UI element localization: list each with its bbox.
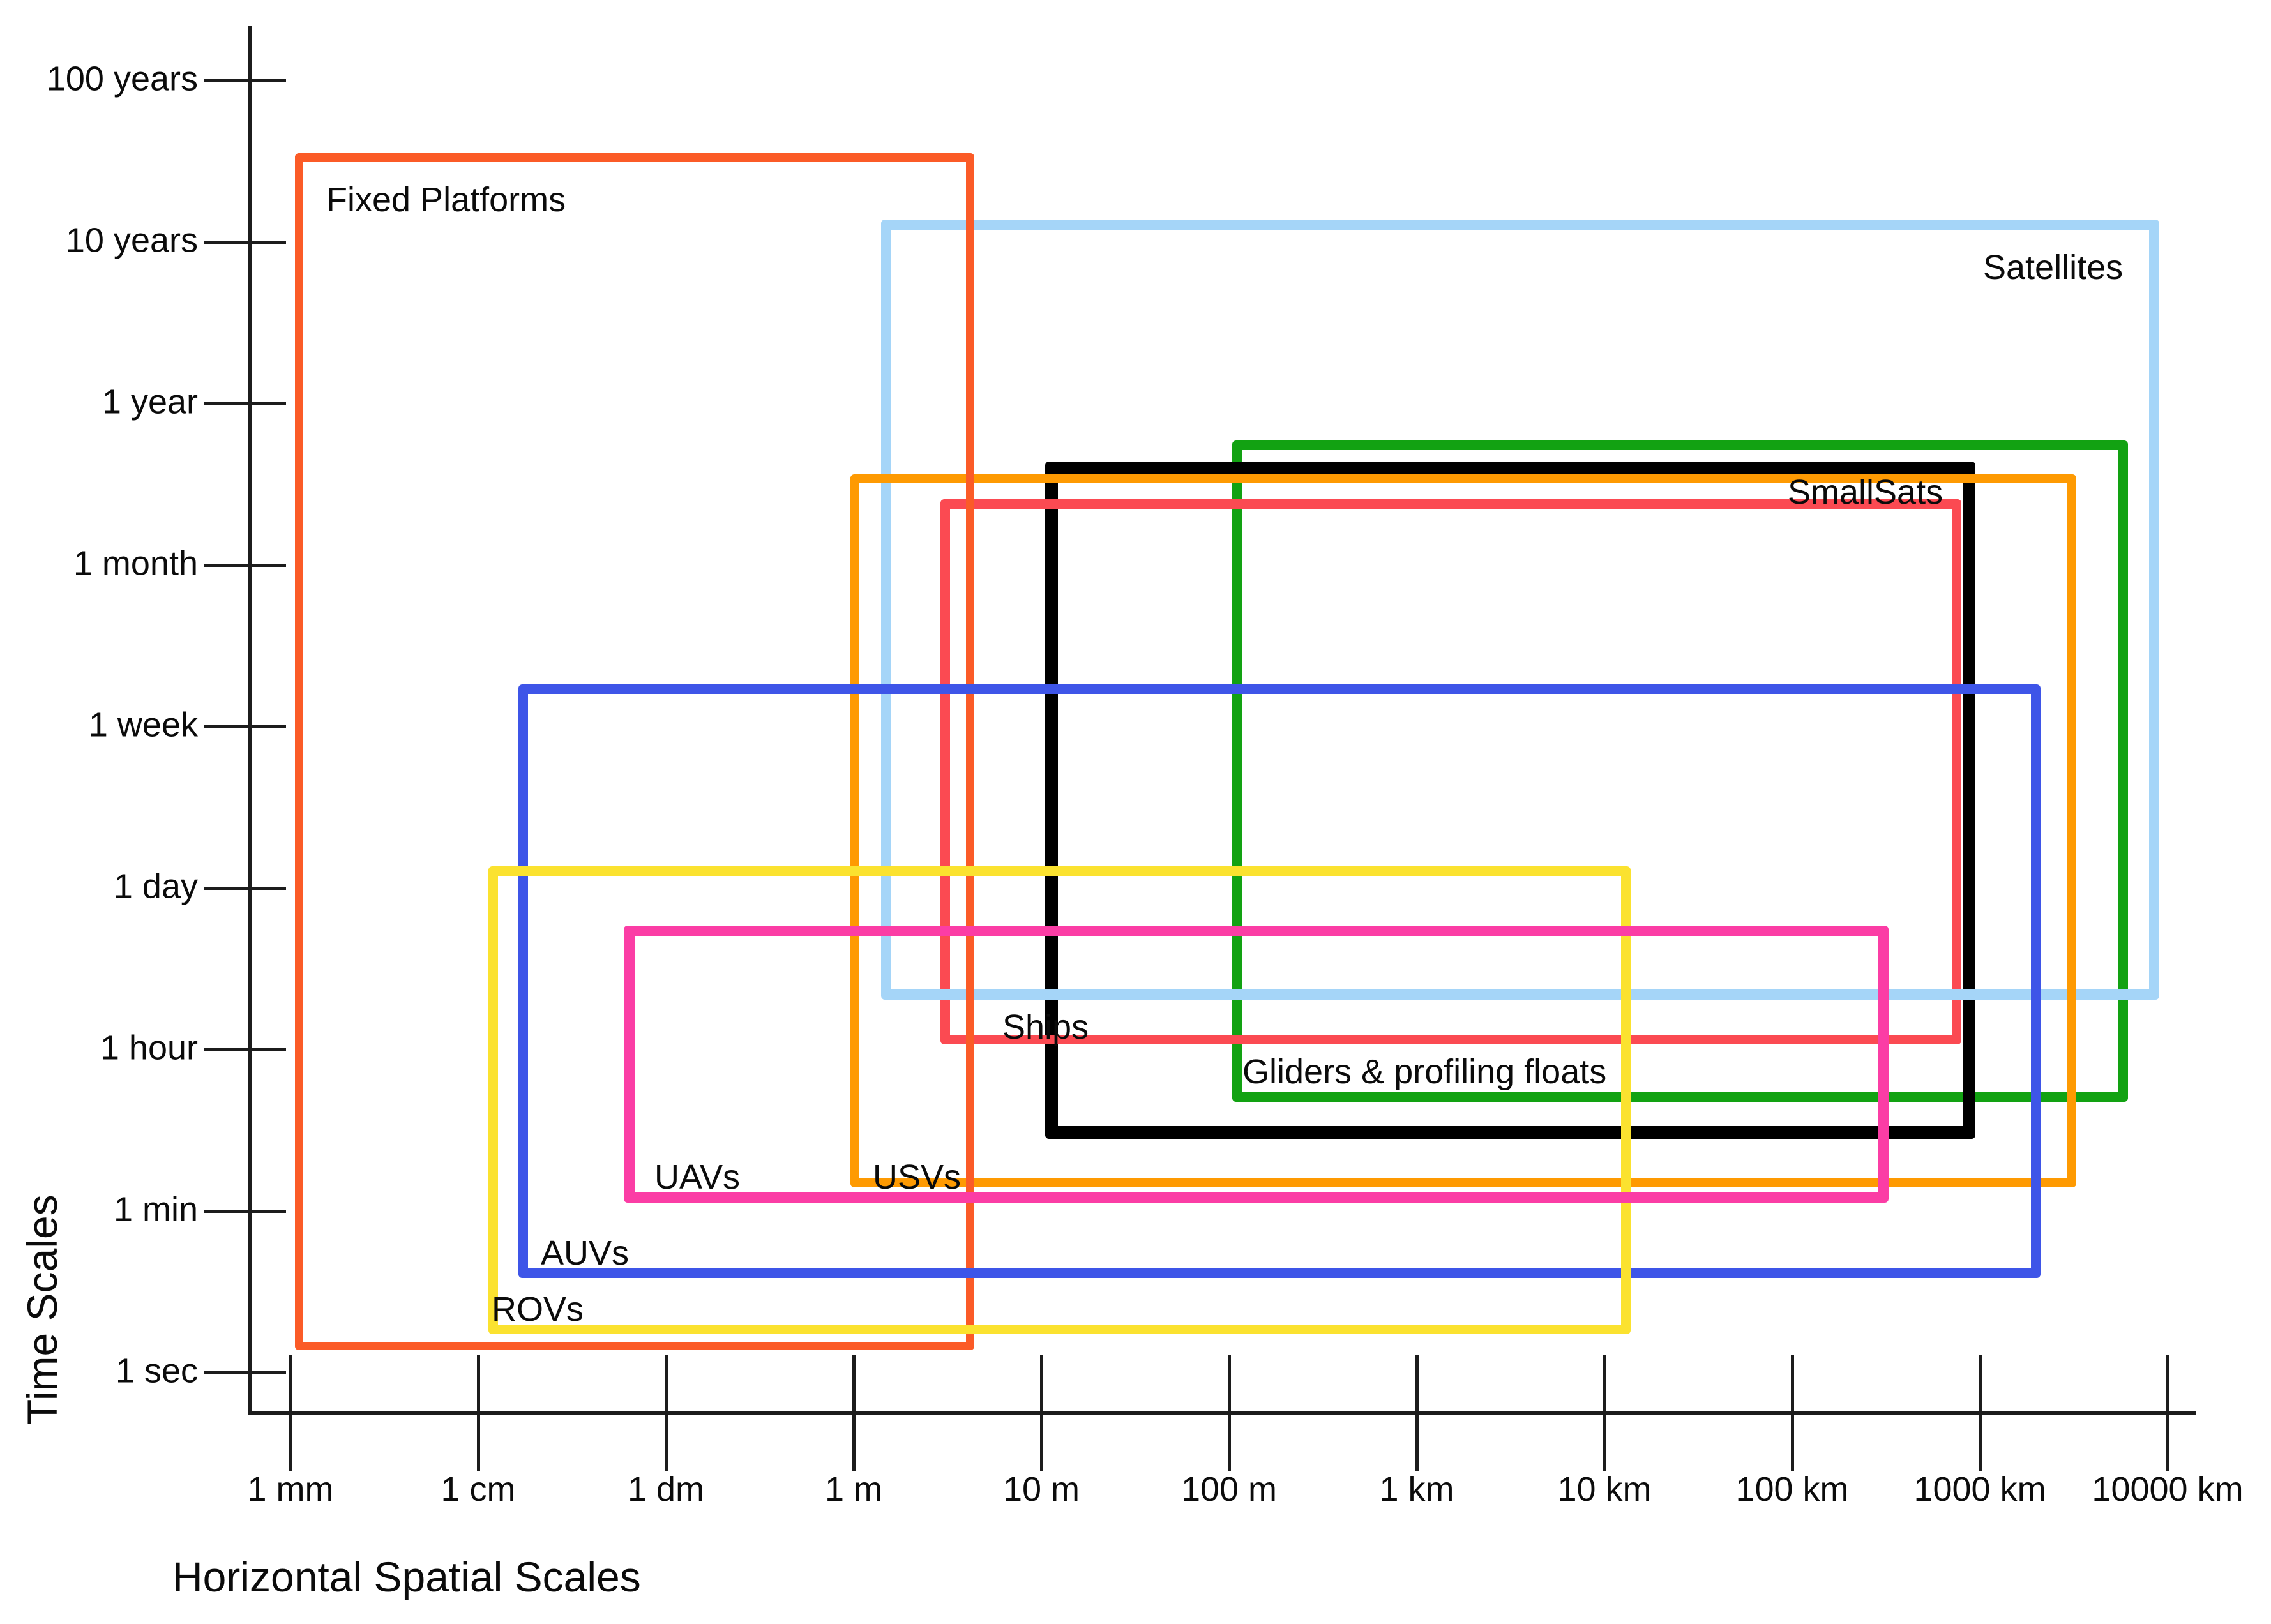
rect-satellites	[881, 220, 2159, 1000]
x-tick-label: 1000 km	[1913, 1470, 2046, 1508]
x-tick-mark	[852, 1355, 856, 1471]
y-tick-label: 1 sec	[115, 1351, 198, 1390]
x-tick-label: 1 cm	[441, 1470, 516, 1508]
x-tick-mark	[1791, 1355, 1794, 1471]
y-tick-mark	[204, 1210, 286, 1213]
label-rovs: ROVs	[492, 1290, 584, 1328]
rect-usvs	[850, 474, 2076, 1187]
label-auvs: AUVs	[541, 1234, 630, 1272]
x-tick-label: 10000 km	[2092, 1470, 2244, 1508]
x-tick-mark	[1228, 1355, 1231, 1471]
label-smallsats: SmallSats	[1788, 473, 1943, 511]
x-tick-mark	[1415, 1355, 1419, 1471]
y-tick-mark	[204, 1048, 286, 1051]
y-tick-label: 100 years	[46, 59, 198, 98]
x-axis-title: Horizontal Spatial Scales	[172, 1553, 641, 1600]
rect-gliders-profiling-floats	[1232, 440, 2128, 1102]
y-tick-mark	[204, 402, 286, 405]
x-tick-label: 1 dm	[627, 1470, 705, 1508]
y-tick-label: 1 min	[113, 1190, 198, 1229]
y-tick-label: 1 hour	[100, 1028, 198, 1067]
x-tick-label: 1 mm	[247, 1470, 334, 1508]
x-tick-label: 100 m	[1181, 1470, 1278, 1508]
x-tick-label: 1 km	[1379, 1470, 1454, 1508]
x-tick-mark	[665, 1355, 668, 1471]
x-axis-line	[248, 1411, 2196, 1415]
x-tick-label: 10 m	[1002, 1470, 1080, 1508]
y-axis-title: Time Scales	[19, 1194, 66, 1425]
y-tick-mark	[204, 79, 286, 82]
y-tick-label: 1 month	[73, 544, 198, 583]
x-tick-mark	[1040, 1355, 1043, 1471]
x-tick-mark	[2166, 1355, 2169, 1471]
y-tick-label: 1 year	[102, 382, 198, 421]
x-tick-mark	[1979, 1355, 1982, 1471]
y-tick-mark	[204, 887, 286, 890]
y-tick-mark	[204, 241, 286, 244]
y-axis-line	[248, 26, 252, 1415]
x-tick-mark	[1603, 1355, 1606, 1471]
y-tick-label: 1 day	[113, 867, 198, 906]
x-tick-label: 1 m	[824, 1470, 883, 1508]
label-gliders-profiling-floats: Gliders & profiling floats	[1242, 1053, 1607, 1091]
label-satellites: Satellites	[1983, 248, 2124, 287]
label-usvs: USVs	[873, 1158, 962, 1196]
x-tick-label: 10 km	[1557, 1470, 1652, 1508]
label-fixed-platforms: Fixed Platforms	[326, 181, 566, 219]
rect-ships	[940, 499, 1961, 1044]
x-tick-label: 100 km	[1735, 1470, 1849, 1508]
y-tick-mark	[204, 725, 286, 728]
y-tick-mark	[204, 1371, 286, 1374]
rect-rovs	[488, 866, 1631, 1334]
x-tick-mark	[289, 1355, 292, 1471]
x-tick-mark	[477, 1355, 480, 1471]
rect-uavs	[624, 926, 1889, 1203]
rect-auvs	[518, 684, 2041, 1278]
label-ships: Ships	[1002, 1008, 1089, 1046]
label-uavs: UAVs	[654, 1158, 741, 1196]
y-tick-label: 10 years	[65, 221, 198, 260]
y-tick-mark	[204, 564, 286, 567]
rect-fixed-platforms	[295, 153, 974, 1350]
rect-smallsats	[1045, 462, 1975, 1139]
y-tick-label: 1 week	[88, 705, 198, 744]
